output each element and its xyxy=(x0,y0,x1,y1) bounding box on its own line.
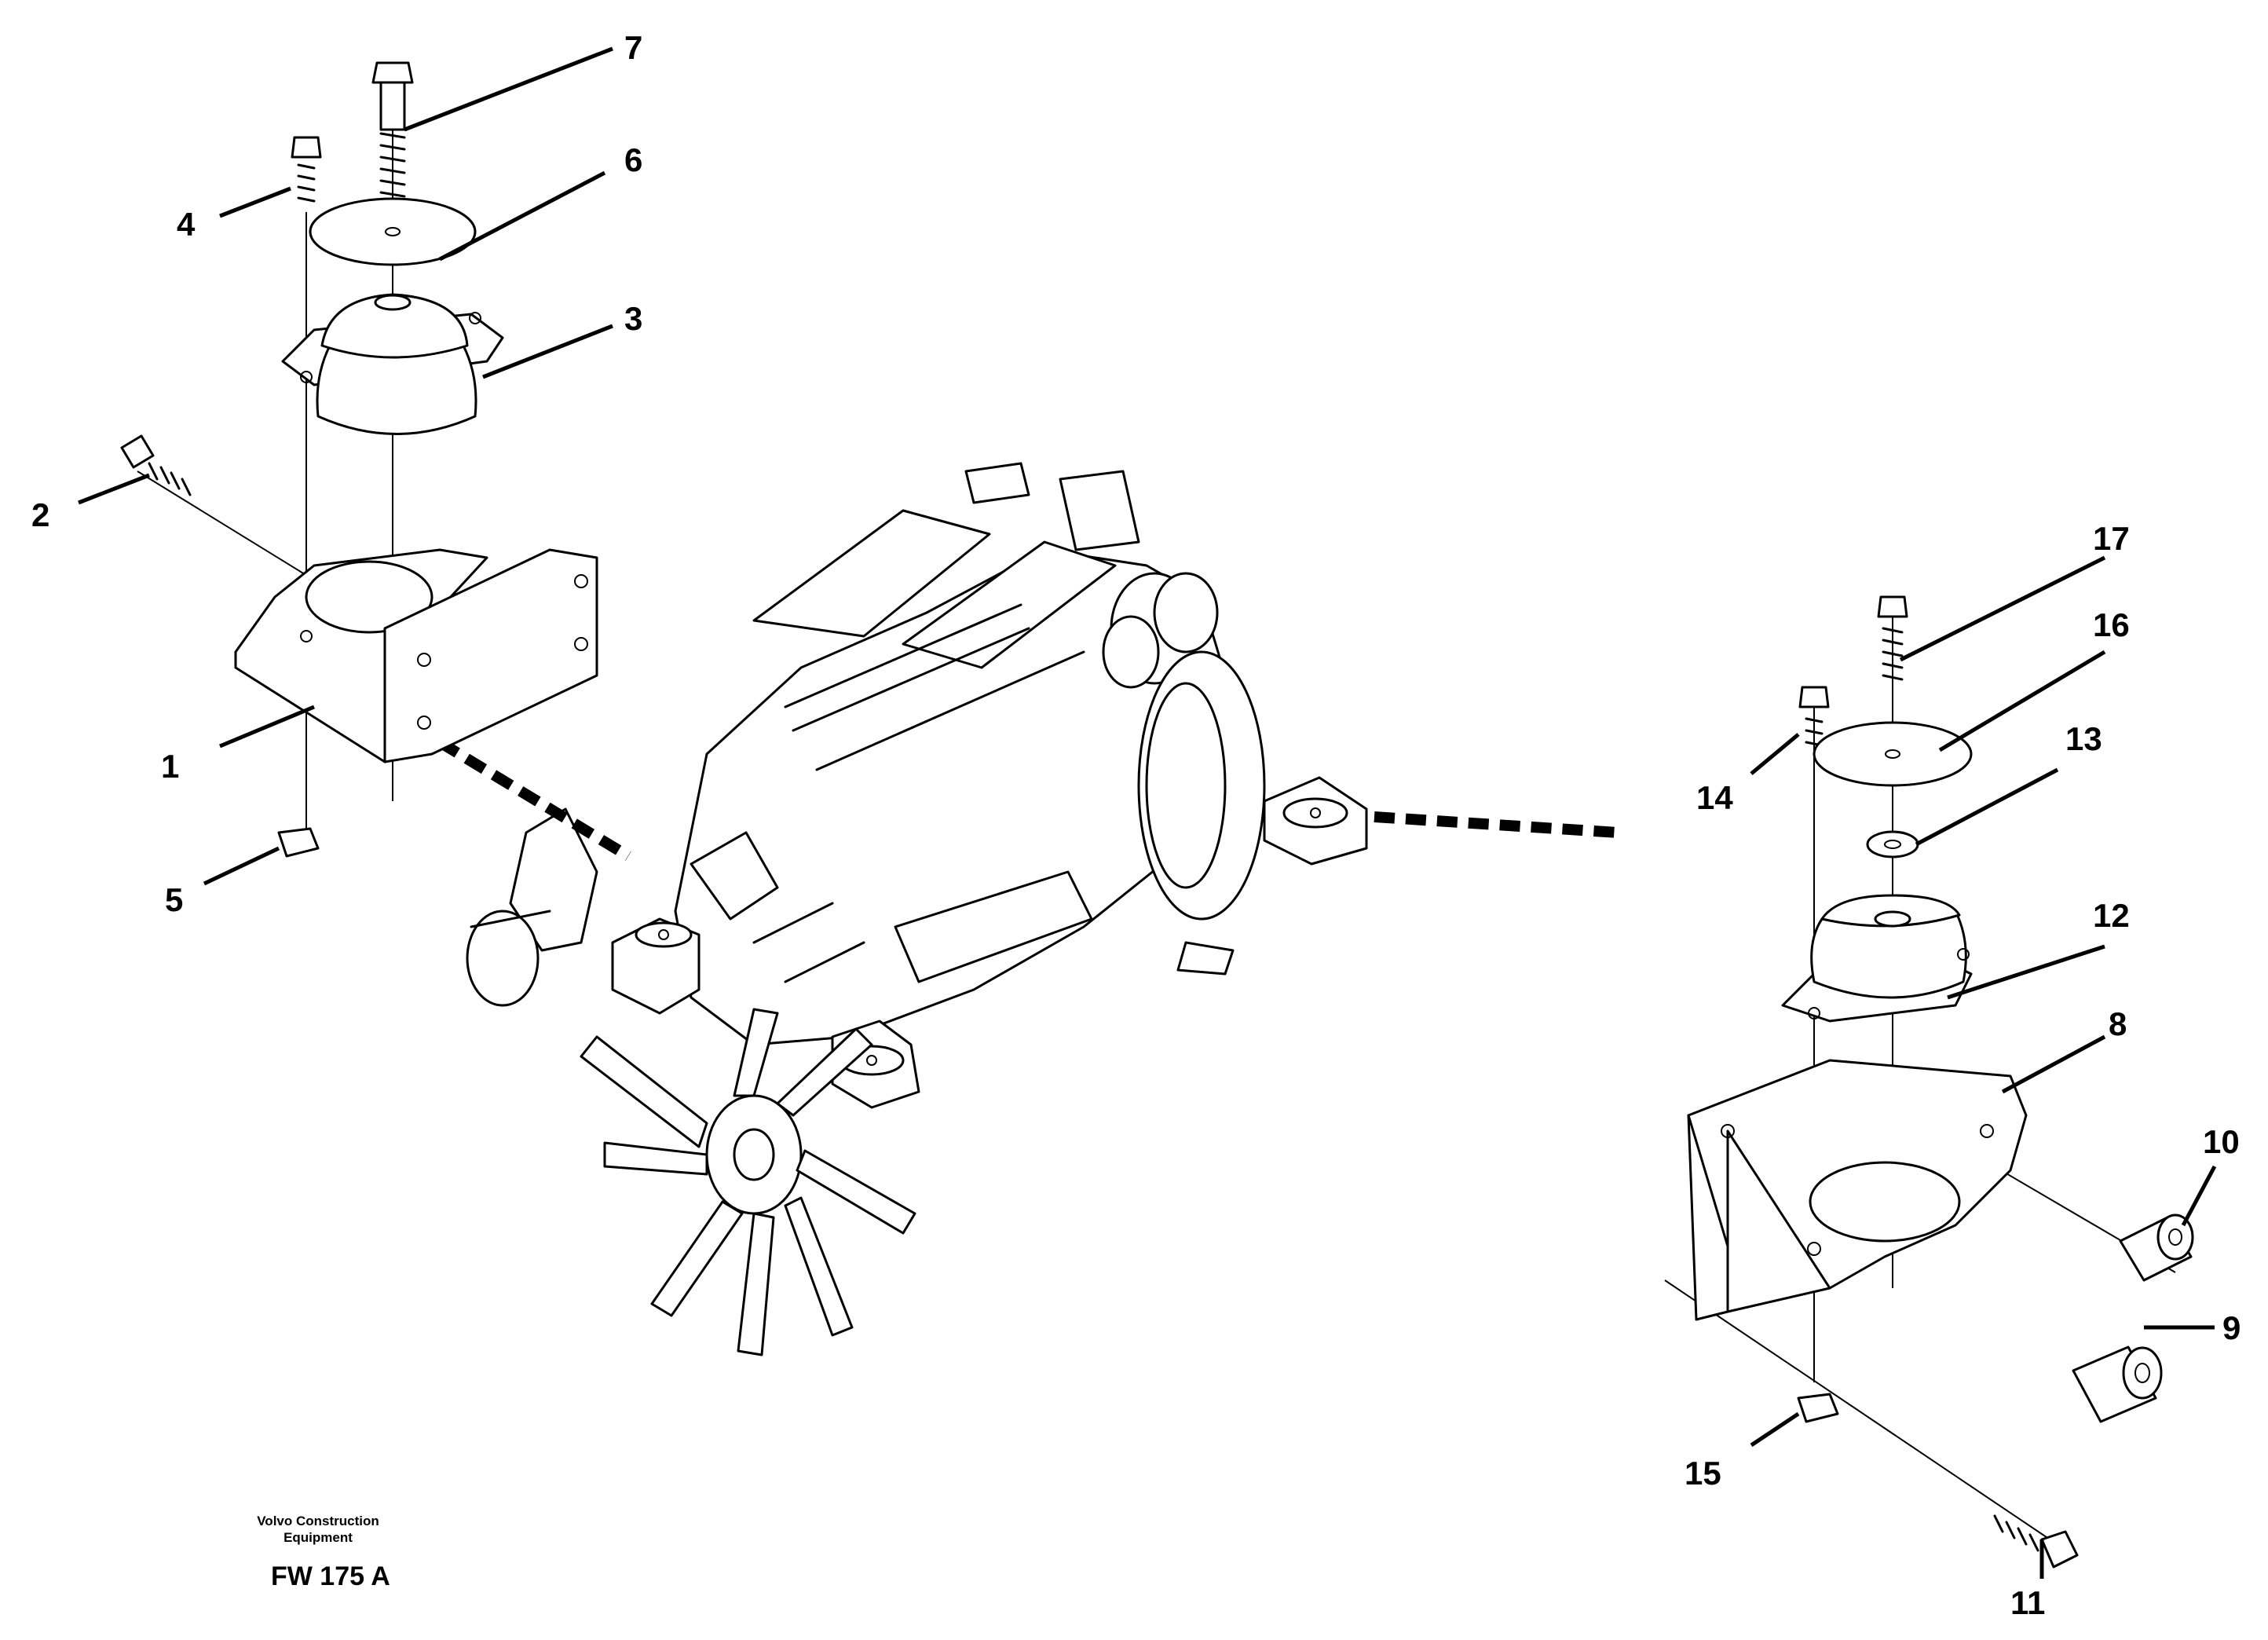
callout-3: 3 xyxy=(624,300,642,337)
pointer-right-mount xyxy=(1374,811,1619,838)
callout-11: 11 xyxy=(2010,1584,2045,1621)
callout-13: 13 xyxy=(2065,720,2102,757)
callout-7: 7 xyxy=(624,29,642,66)
credit-line-1: Volvo Construction xyxy=(257,1514,379,1528)
callout-12: 12 xyxy=(2093,897,2130,934)
callout-10: 10 xyxy=(2203,1123,2240,1160)
engine-mount-front-left xyxy=(611,917,701,1015)
bolt-17 xyxy=(1877,595,1908,681)
callout-1: 1 xyxy=(161,748,179,785)
bracket-8 xyxy=(1687,1059,2028,1321)
engine-assembly xyxy=(466,462,1368,1356)
callout-2: 2 xyxy=(31,496,49,533)
callout-14: 14 xyxy=(1696,779,1733,816)
bracket-1 xyxy=(234,548,598,763)
engine-mount-rear xyxy=(1263,776,1368,866)
bolt-7 xyxy=(371,61,414,210)
bolt-4 xyxy=(291,136,322,203)
rubber-mount-3 xyxy=(281,293,504,435)
callout-9: 9 xyxy=(2222,1309,2241,1346)
bolt-14 xyxy=(1798,686,1830,747)
pointer-left-mount xyxy=(437,738,631,861)
bushing-10 xyxy=(2119,1214,2194,1282)
nut-5 xyxy=(277,827,320,858)
bolt-11 xyxy=(1993,1514,2079,1569)
washer-16 xyxy=(1813,721,1973,787)
spacer-13 xyxy=(1866,830,1919,858)
callout-8: 8 xyxy=(2109,1005,2127,1042)
left-mount-exploded xyxy=(120,61,598,858)
credit-line-2: Equipment xyxy=(284,1530,353,1545)
drawing-code: FW 175 A xyxy=(271,1561,390,1591)
drawing-credit: Volvo Construction Equipment FW 175 A xyxy=(257,1514,390,1591)
callout-numbers: 1 2 3 4 5 6 7 8 9 10 11 12 13 14 15 16 1… xyxy=(31,29,2241,1621)
right-mount-exploded xyxy=(1664,595,2194,1569)
callout-15: 15 xyxy=(1685,1455,1721,1492)
rubber-mount-12 xyxy=(1781,894,1973,1023)
callout-6: 6 xyxy=(624,141,642,178)
bolt-2 xyxy=(120,434,192,496)
callout-17: 17 xyxy=(2093,520,2130,557)
bushing-9 xyxy=(2072,1345,2163,1423)
callout-5: 5 xyxy=(165,881,183,918)
nut-15 xyxy=(1797,1393,1839,1423)
washer-6 xyxy=(309,197,477,266)
callout-4: 4 xyxy=(177,206,196,243)
leader-lines xyxy=(78,46,2217,1579)
cooling-fan xyxy=(580,1008,916,1356)
callout-16: 16 xyxy=(2093,606,2130,643)
